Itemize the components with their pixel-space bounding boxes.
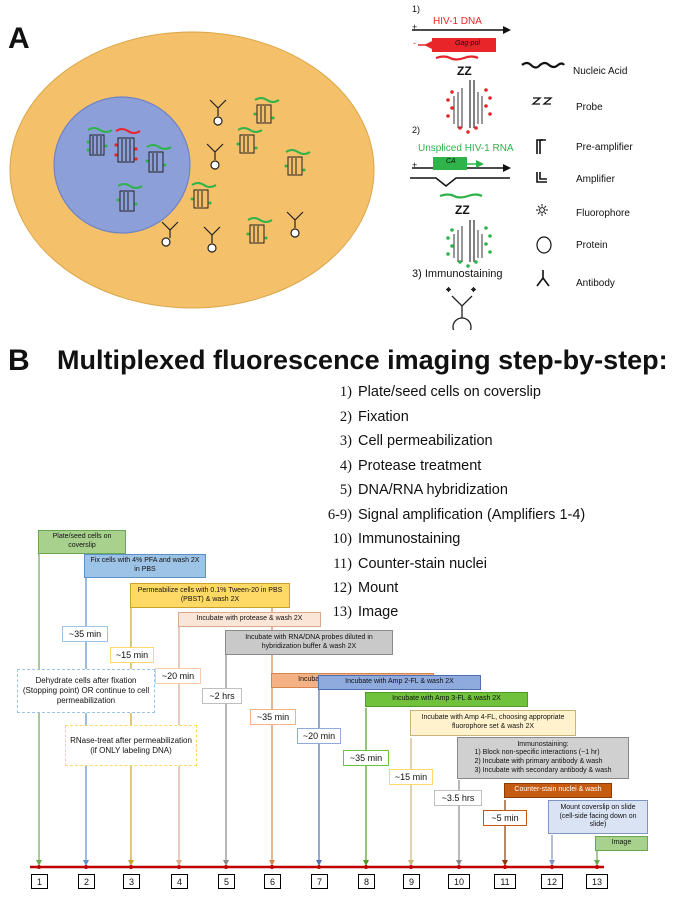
- legend-amplifier: Amplifier: [576, 174, 615, 185]
- probe-2-gene: CA: [446, 158, 456, 165]
- probe-1-diagram: [412, 26, 511, 134]
- probe-1-gene: Gag-pol: [455, 40, 480, 47]
- timeline-step-1: Plate/seed cells on coverslip: [38, 530, 126, 554]
- step-item: 13)Image: [332, 604, 399, 620]
- step-number-box: 2: [78, 874, 95, 889]
- probe-1-plus: +: [412, 22, 418, 32]
- step-number-box: 8: [358, 874, 375, 889]
- probe-2-zz: ZZ: [455, 203, 470, 217]
- cytoplasm-probe-clusters: [190, 97, 311, 244]
- probe-2-number: 2): [412, 125, 421, 135]
- step-number-box: 13: [586, 874, 608, 889]
- legend-protein: Protein: [576, 240, 608, 251]
- probe-1-minus: -: [413, 38, 416, 48]
- timeline-step-13: Image: [595, 836, 648, 851]
- duration-4: ~2 hrs: [202, 688, 242, 704]
- legend-antibody: Antibody: [576, 278, 615, 289]
- timeline-step-9: Incubate with Amp 4-FL, choosing appropr…: [410, 710, 576, 736]
- immunostaining-substep: 2) Incubate with primary antibody & wash: [474, 758, 603, 765]
- duration-7: ~35 min: [343, 750, 389, 766]
- probe-2-diagram: [410, 157, 511, 268]
- timeline-step-10: Immunostaining: 1) Block non-specific in…: [457, 737, 629, 779]
- cytoplasm-antibodies: [161, 99, 304, 253]
- step-number-box: 9: [403, 874, 420, 889]
- step-item: 5)DNA/RNA hybridization: [339, 482, 508, 498]
- probe-3-diagram: [446, 287, 476, 330]
- amplifier-icon: [536, 172, 547, 183]
- immunostaining-substeps: 1) Block non-specific interactions (~1 h…: [475, 749, 612, 775]
- step-item: 10)Immunostaining: [332, 531, 461, 547]
- panel-a-letter: A: [8, 22, 30, 55]
- timeline-step-3: Permeabilize cells with 0.1% Tween-20 in…: [130, 583, 290, 608]
- legend-probe: Probe: [576, 102, 603, 113]
- step-number-box: 1: [31, 874, 48, 889]
- legend-icons: [521, 61, 565, 287]
- probe-1-number: 1): [412, 4, 421, 14]
- step-item: 1)Plate/seed cells on coverslip: [339, 384, 541, 400]
- nucleus-shape: [53, 96, 191, 234]
- protein-icon: [536, 236, 552, 254]
- timeline-step-11: Counter-stain nuclei & wash: [504, 783, 612, 798]
- panel-b-title: Multiplexed fluorescence imaging step-by…: [57, 345, 668, 375]
- step-number-box: 5: [218, 874, 235, 889]
- panel-b-letter: B: [8, 344, 30, 377]
- timeline-step-8: Incubate with Amp 3-FL & wash 2X: [365, 692, 528, 707]
- duration-8: ~15 min: [389, 769, 433, 785]
- pre-amplifier-icon: [536, 139, 546, 154]
- step-item: 2)Fixation: [339, 409, 409, 425]
- step-item: 6-9)Signal amplification (Amplifiers 1-4…: [327, 507, 586, 523]
- legend-fluorophore: Fluorophore: [576, 208, 630, 219]
- probe-2-plus: +: [412, 160, 418, 170]
- step-number-box: 6: [264, 874, 281, 889]
- probe-1-zz: ZZ: [457, 64, 472, 78]
- immunostaining-substep: 1) Block non-specific interactions (~1 h…: [474, 749, 600, 757]
- duration-6: ~20 min: [297, 728, 341, 744]
- step-number-box: 7: [311, 874, 328, 889]
- duration-10: ~5 min: [483, 810, 527, 826]
- duration-1: ~35 min: [62, 626, 108, 642]
- duration-3: ~20 min: [155, 668, 201, 684]
- panel-a-illustration: [9, 26, 565, 330]
- probe-1-title: HIV-1 DNA: [433, 16, 482, 27]
- note-rnase: RNase-treat after permeabilization (if O…: [65, 725, 197, 766]
- timeline-step-12: Mount coverslip on slide (cell-side faci…: [548, 800, 648, 834]
- probe-icon: [531, 97, 553, 105]
- step-number-box: 4: [171, 874, 188, 889]
- fluorophore-icon: [536, 204, 548, 216]
- immunostaining-substep: 3) Incubate with secondary antibody & wa…: [474, 766, 612, 774]
- probe-2-title: Unspliced HIV-1 RNA: [418, 143, 514, 154]
- step-number-box: 3: [123, 874, 140, 889]
- note-dehydrate: Dehydrate cells after fixation (Stopping…: [17, 669, 155, 713]
- probe-3-label: 3) Immunostaining: [412, 268, 503, 280]
- step-number-box: 10: [448, 874, 470, 889]
- duration-5: ~35 min: [250, 709, 296, 725]
- timeline-step-5: Incubate with RNA/DNA probes diluted in …: [225, 630, 393, 655]
- nucleus-probe-clusters: [86, 127, 172, 212]
- timeline-step-4: Incubate with protease & wash 2X: [178, 612, 321, 627]
- duration-2: ~15 min: [110, 647, 154, 663]
- step-item: 12)Mount: [332, 580, 399, 596]
- timeline-step-7: Incubate with Amp 2-FL & wash 2X: [318, 675, 481, 690]
- antibody-icon: [536, 270, 550, 287]
- probe-3-number: 3): [412, 268, 422, 280]
- duration-9: ~3.5 hrs: [434, 790, 482, 806]
- immunostaining-heading: Immunostaining:: [517, 740, 569, 748]
- timeline-step-2: Fix cells with 4% PFA and wash 2X in PBS: [84, 554, 206, 578]
- step-item: 4)Protease treatment: [339, 458, 482, 474]
- step-number-box: 11: [494, 874, 516, 889]
- step-item: 11)Counter-stain nuclei: [333, 556, 487, 572]
- legend-nucleic-acid: Nucleic Acid: [573, 66, 628, 77]
- legend-pre-amplifier: Pre-amplifier: [576, 142, 633, 153]
- step-number-box: 12: [541, 874, 563, 889]
- probe-3-title: Immunostaining: [424, 268, 503, 280]
- nucleic-acid-icon: [521, 61, 565, 69]
- step-item: 3)Cell permeabilization: [339, 433, 493, 449]
